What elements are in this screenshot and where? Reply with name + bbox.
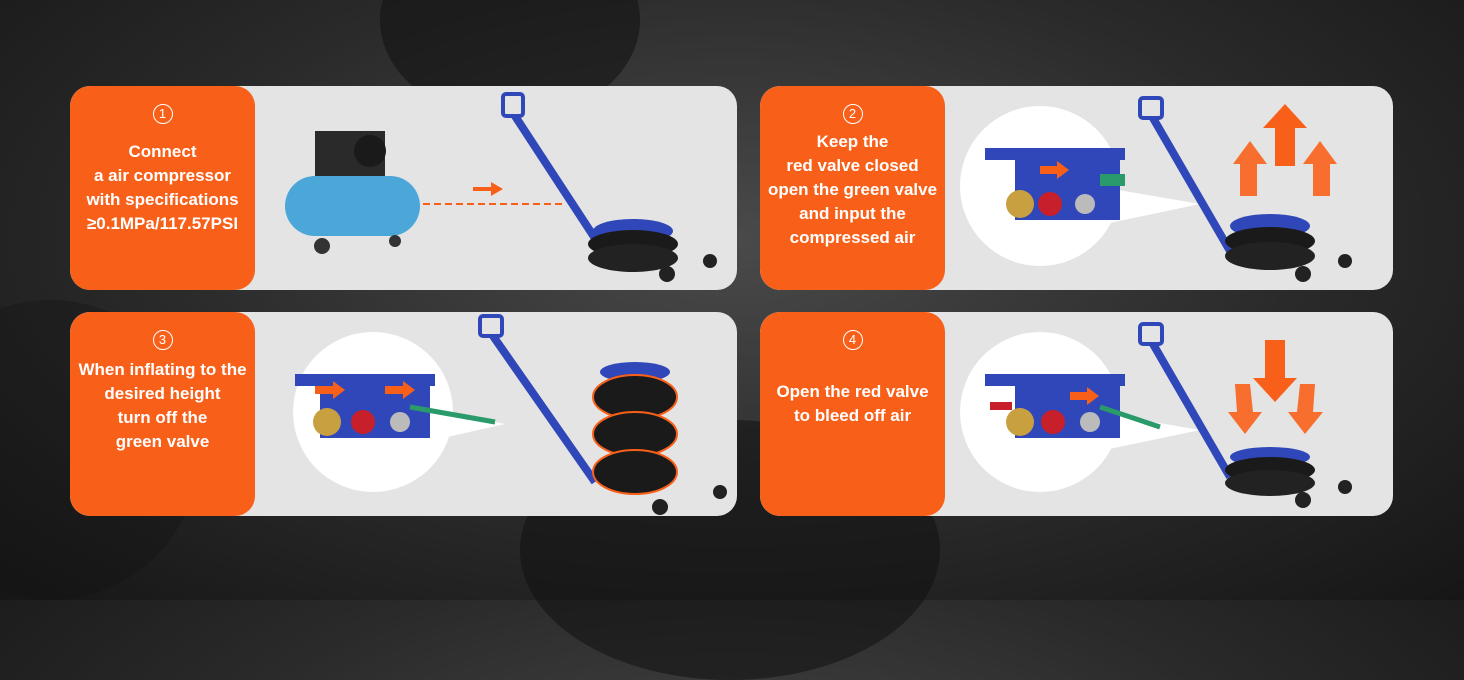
arrow-icon (1070, 387, 1099, 405)
step-card-1: 1 Connect a air compressor with specific… (70, 86, 737, 290)
step-card-4: 4 Open the red valve to bleed off air (760, 312, 1393, 516)
step-text: When inflating to the desired height tur… (78, 360, 247, 451)
step-number: 1 (152, 104, 173, 124)
step-panel: 1 Connect a air compressor with specific… (70, 86, 255, 290)
arrow-icon (315, 381, 415, 399)
step-panel: 4 Open the red valve to bleed off air (760, 312, 945, 516)
step-text: Open the red valve to bleed off air (776, 382, 929, 425)
step-number: 4 (842, 330, 863, 350)
up-arrows-icon (1233, 104, 1337, 196)
inflate-illustration (945, 86, 1393, 290)
step-card-2: 2 Keep the red valve closed open the gre… (760, 86, 1393, 290)
arrow-icon (473, 182, 503, 196)
air-compressor-image (285, 131, 420, 254)
arrow-icon (1040, 161, 1069, 179)
step-text: Connect a air compressor with specificat… (86, 142, 239, 233)
step-number: 3 (152, 330, 173, 350)
inflated-illustration (255, 312, 737, 516)
step-panel: 3 When inflating to the desired height t… (70, 312, 255, 516)
air-jack-image (501, 92, 717, 282)
air-jack-image (1138, 96, 1352, 282)
deflate-illustration (945, 312, 1393, 516)
step-panel: 2 Keep the red valve closed open the gre… (760, 86, 945, 290)
down-arrows-icon (1228, 340, 1323, 434)
air-jack-image (478, 314, 727, 515)
air-jack-image (1138, 322, 1352, 508)
step-text: Keep the red valve closed open the green… (767, 132, 938, 247)
step-card-3: 3 When inflating to the desired height t… (70, 312, 737, 516)
compressor-jack-illustration (255, 86, 737, 290)
step-number: 2 (842, 104, 863, 124)
